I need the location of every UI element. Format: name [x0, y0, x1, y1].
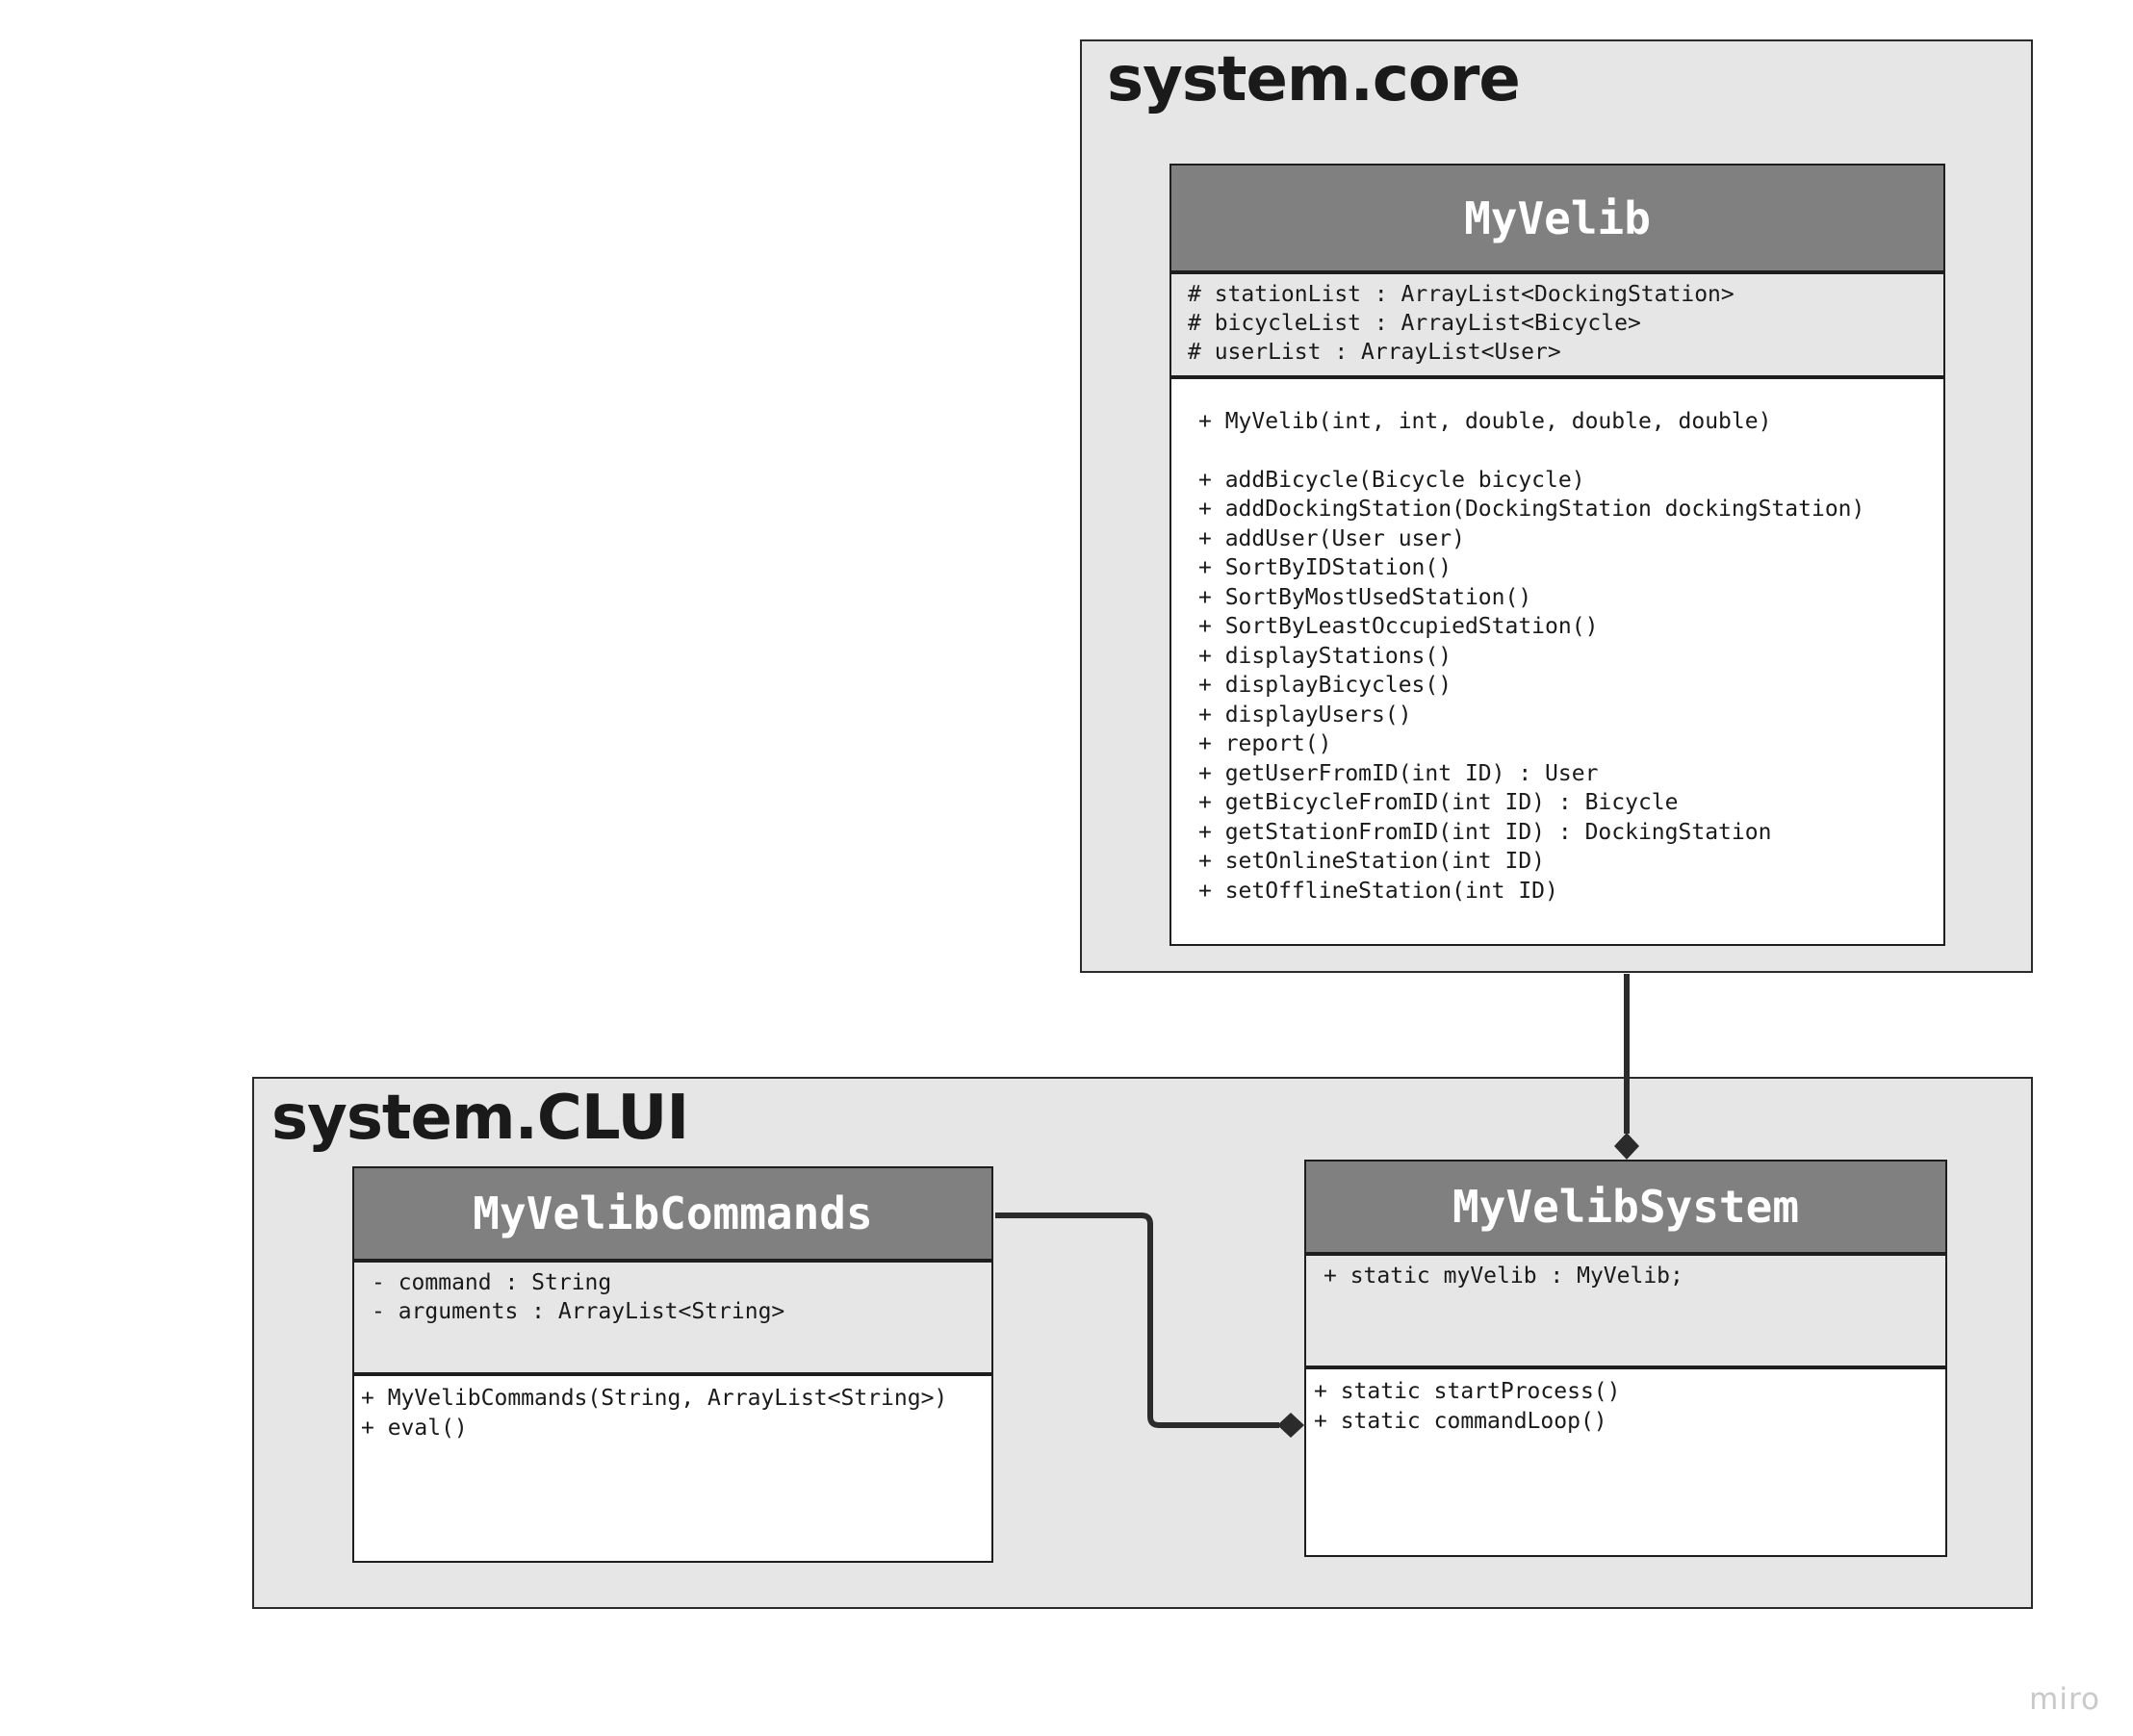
composition-diamond-top [1614, 1133, 1639, 1160]
attribute-row: # userList : ArrayList<User> [1188, 340, 1561, 365]
package-title-clui: system.CLUI [271, 1083, 689, 1154]
method-row: + addUser(User user) [1198, 525, 1465, 551]
method-row: + SortByMostUsedStation() [1198, 584, 1532, 610]
method-row: + SortByIDStation() [1198, 555, 1452, 580]
methods-myvelib: + MyVelib(int, int, double, double, doub… [1171, 379, 1943, 944]
attribute-row: + static myVelib : MyVelib; [1323, 1264, 1683, 1289]
attribute-row: # stationList : ArrayList<DockingStation… [1188, 282, 1735, 307]
methods-myvelibsystem: + static startProcess() + static command… [1306, 1369, 1945, 1555]
attributes-myvelib: # stationList : ArrayList<DockingStation… [1171, 274, 1943, 379]
attributes-myvelibsystem: + static myVelib : MyVelib; [1306, 1256, 1945, 1369]
constructor-row: + MyVelib(int, int, double, double, doub… [1198, 409, 1772, 434]
class-myvelib[interactable]: MyVelib # stationList : ArrayList<Dockin… [1169, 164, 1945, 946]
method-row: + displayBicycles() [1198, 673, 1452, 698]
composition-line-commands-to-system [995, 1213, 1279, 1428]
method-row: + displayStations() [1198, 643, 1452, 669]
attribute-row: - arguments : ArrayList<String> [372, 1299, 785, 1324]
method-row: + addBicycle(Bicycle bicycle) [1198, 467, 1585, 493]
miro-watermark: miro [2029, 1682, 2100, 1717]
method-row: + getUserFromID(int ID) : User [1198, 760, 1599, 786]
method-row: + report() [1198, 731, 1332, 756]
methods-myvelibcommands: + MyVelibCommands(String, ArrayList<Stri… [354, 1376, 991, 1561]
method-row: + static commandLoop() [1314, 1408, 1607, 1434]
composition-diamond-left [1277, 1413, 1304, 1438]
class-header-myvelibcommands: MyVelibCommands [354, 1168, 991, 1263]
method-row: + displayUsers() [1198, 702, 1412, 728]
package-title-core: system.core [1107, 44, 1521, 115]
class-myvelibsystem[interactable]: MyVelibSystem + static myVelib : MyVelib… [1304, 1160, 1947, 1557]
method-row: + getStationFromID(int ID) : DockingStat… [1198, 819, 1772, 845]
method-row: + SortByLeastOccupiedStation() [1198, 614, 1599, 639]
method-row: + setOfflineStation(int ID) [1198, 878, 1558, 904]
method-row: + setOnlineStation(int ID) [1198, 849, 1546, 874]
method-row: + eval() [361, 1415, 468, 1441]
attribute-row: # bicycleList : ArrayList<Bicycle> [1188, 311, 1641, 336]
method-row: + static startProcess() [1314, 1379, 1621, 1404]
attribute-row: - command : String [372, 1270, 612, 1295]
attributes-myvelibcommands: - command : String - arguments : ArrayLi… [354, 1263, 991, 1376]
method-row: + MyVelibCommands(String, ArrayList<Stri… [361, 1386, 948, 1411]
class-header-myvelibsystem: MyVelibSystem [1306, 1162, 1945, 1256]
method-row: + getBicycleFromID(int ID) : Bicycle [1198, 790, 1679, 815]
method-row: + addDockingStation(DockingStation docki… [1198, 497, 1865, 522]
class-header-myvelib: MyVelib [1171, 166, 1943, 274]
class-myvelibcommands[interactable]: MyVelibCommands - command : String - arg… [352, 1166, 993, 1563]
